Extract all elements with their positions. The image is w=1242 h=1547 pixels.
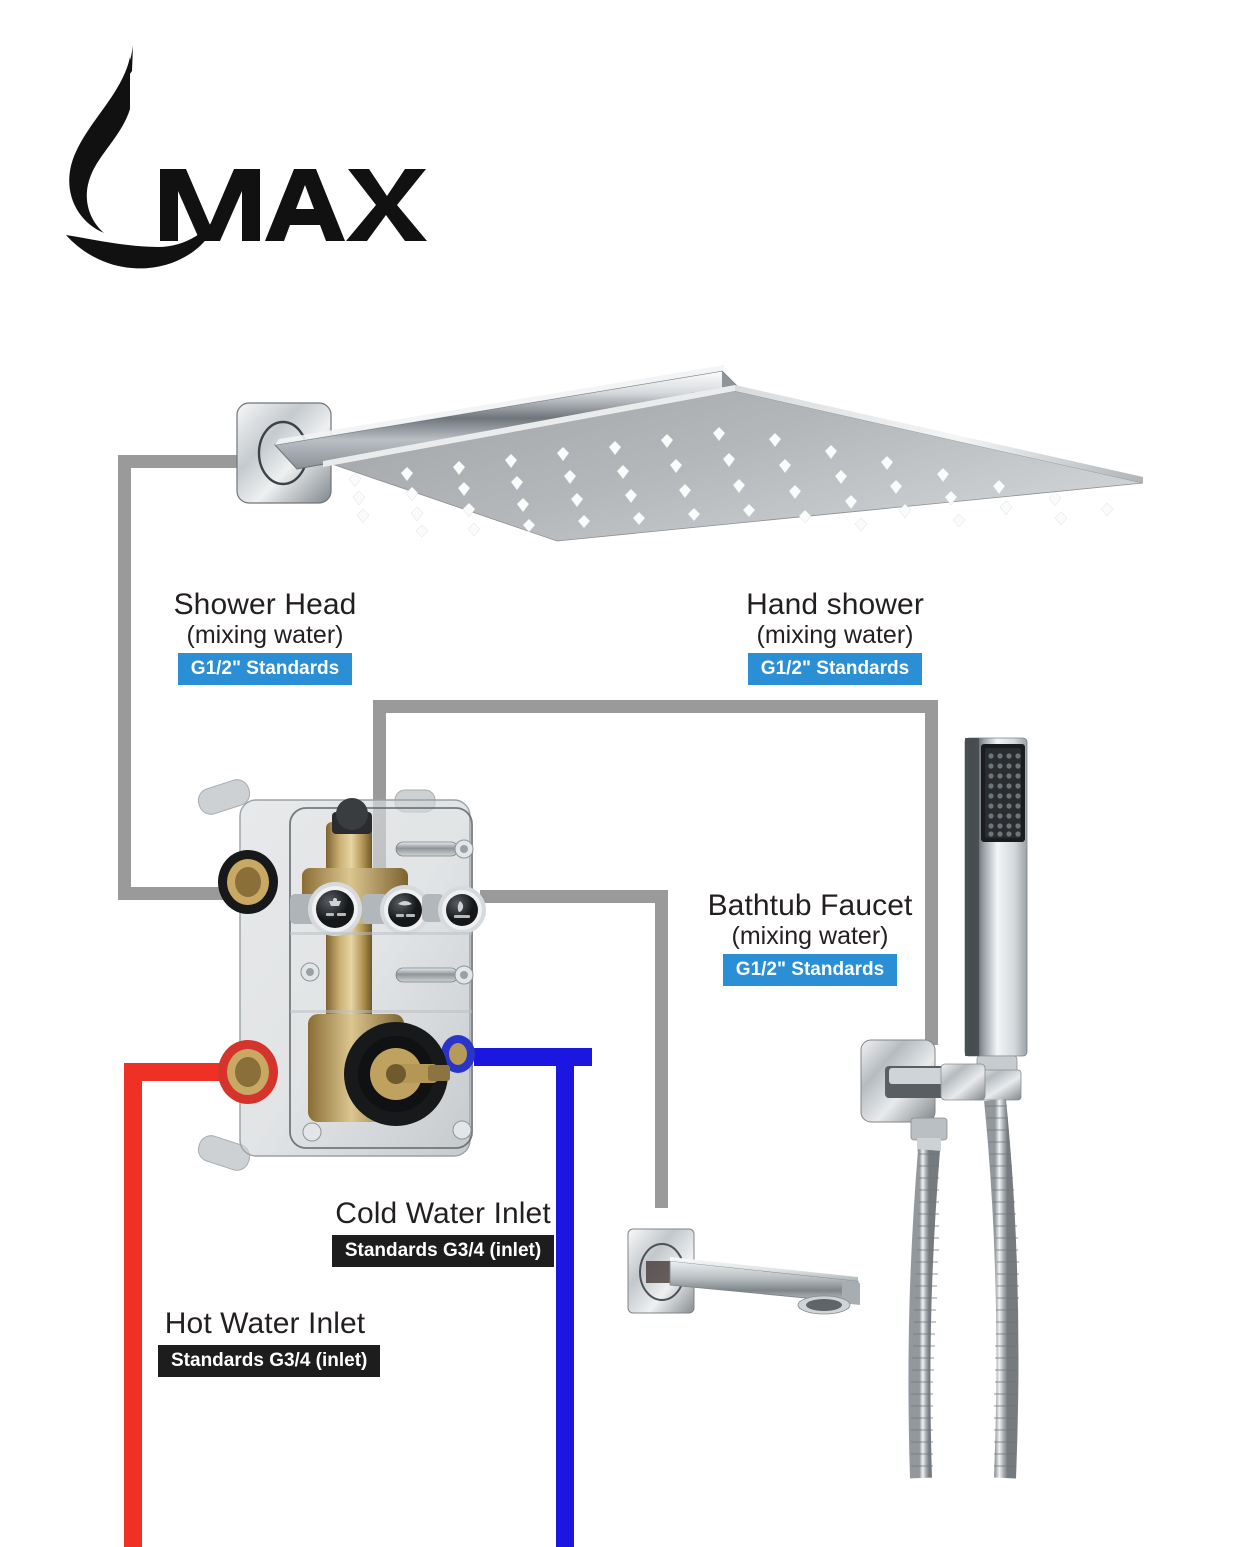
pipe-hand-shower-vertical-right — [925, 700, 938, 1045]
cold-inlet-port — [218, 850, 278, 914]
callout-subtitle: (mixing water) — [731, 921, 889, 950]
badge-cold-water-inlet: Standards G3/4 (inlet) — [331, 1234, 555, 1267]
callout-bathtub-faucet: Bathtub Faucet (mixing water) G1/2" Stan… — [680, 890, 940, 986]
callout-shower-head: Shower Head (mixing water) G1/2" Standar… — [140, 589, 390, 685]
callout-title: Hand shower — [746, 588, 924, 621]
hot-inlet-port — [218, 1040, 278, 1104]
diverter-button-1 — [290, 882, 362, 936]
callout-title: Cold Water Inlet — [335, 1197, 551, 1230]
valve-cartridge — [344, 1022, 450, 1126]
hand-shower-unit — [855, 730, 1085, 1490]
callout-title: Hot Water Inlet — [164, 1307, 366, 1340]
callout-subtitle: (mixing water) — [756, 620, 914, 649]
outlet-port-blue — [441, 1035, 475, 1073]
pipe-bathtub-horizontal — [480, 890, 668, 903]
tub-spout — [610, 1225, 890, 1345]
diverter-buttons — [290, 882, 486, 936]
callout-subtitle: (mixing water) — [186, 620, 344, 649]
callout-cold-water-inlet: Cold Water Inlet Standards G3/4 (inlet) — [330, 1198, 556, 1267]
brand-logo — [60, 35, 440, 275]
badge-shower-head: G1/2" Standards — [177, 652, 353, 685]
callout-title: Shower Head — [173, 588, 357, 621]
pipe-cold-water-vertical — [556, 1048, 574, 1547]
rain-shower-head — [230, 365, 1145, 545]
badge-bathtub-faucet: G1/2" Standards — [722, 953, 898, 986]
pipe-hot-water-vertical — [124, 1063, 142, 1547]
callout-title: Bathtub Faucet — [707, 889, 913, 922]
callout-hot-water-inlet: Hot Water Inlet Standards G3/4 (inlet) — [158, 1307, 381, 1377]
badge-hot-water-inlet: Standards G3/4 (inlet) — [158, 1344, 381, 1377]
water-droplet-icon — [66, 45, 427, 269]
diverter-button-3 — [422, 886, 486, 934]
diverter-button-2 — [362, 885, 430, 935]
callout-hand-shower: Hand shower (mixing water) G1/2" Standar… — [710, 589, 960, 685]
badge-hand-shower: G1/2" Standards — [747, 652, 923, 685]
pipe-bathtub-vertical — [655, 890, 668, 1208]
pipe-shower-head-vertical — [118, 455, 131, 900]
pipe-hand-shower-horizontal-top — [373, 700, 938, 713]
rough-in-valve — [190, 779, 520, 1182]
